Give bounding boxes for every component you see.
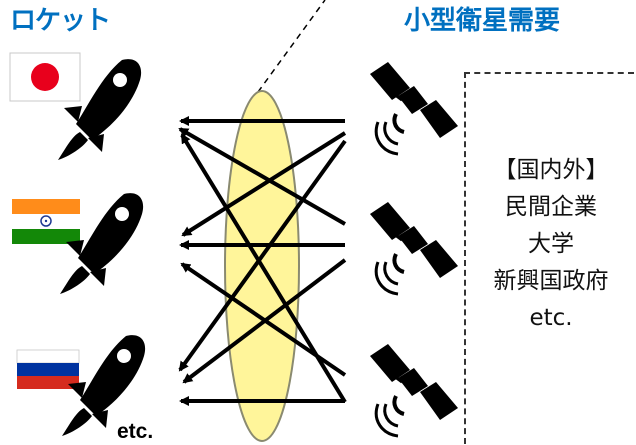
demand-line-etc: etc. [529, 305, 573, 331]
india-flag [12, 199, 80, 244]
arrow [180, 262, 347, 377]
satellite-icon [368, 342, 460, 438]
arrow [178, 127, 346, 226]
satellite-demand-heading: 小型衛星需要 [404, 6, 561, 36]
rocket-heading: ロケット [10, 6, 111, 36]
demand-line-region: 【国内外】 [493, 157, 609, 183]
rocket-etc-label: etc. [117, 420, 154, 443]
demand-line-universities: 大学 [528, 231, 574, 257]
arrow [181, 131, 347, 237]
demand-box-border [464, 72, 634, 444]
pointer-dashed-line [257, 0, 326, 93]
matching-arrows [178, 116, 347, 406]
arrow [178, 139, 347, 372]
satellite-icon [368, 60, 460, 156]
demand-line-private-companies: 民間企業 [505, 194, 597, 220]
japan-flag [9, 52, 81, 102]
satellite-icon [368, 200, 460, 296]
russia-flag [16, 349, 80, 389]
demand-line-emerging-governments: 新興国政府 [493, 268, 609, 294]
demand-text-block: 【国内外】 民間企業 大学 新興国政府 etc. [470, 152, 632, 337]
